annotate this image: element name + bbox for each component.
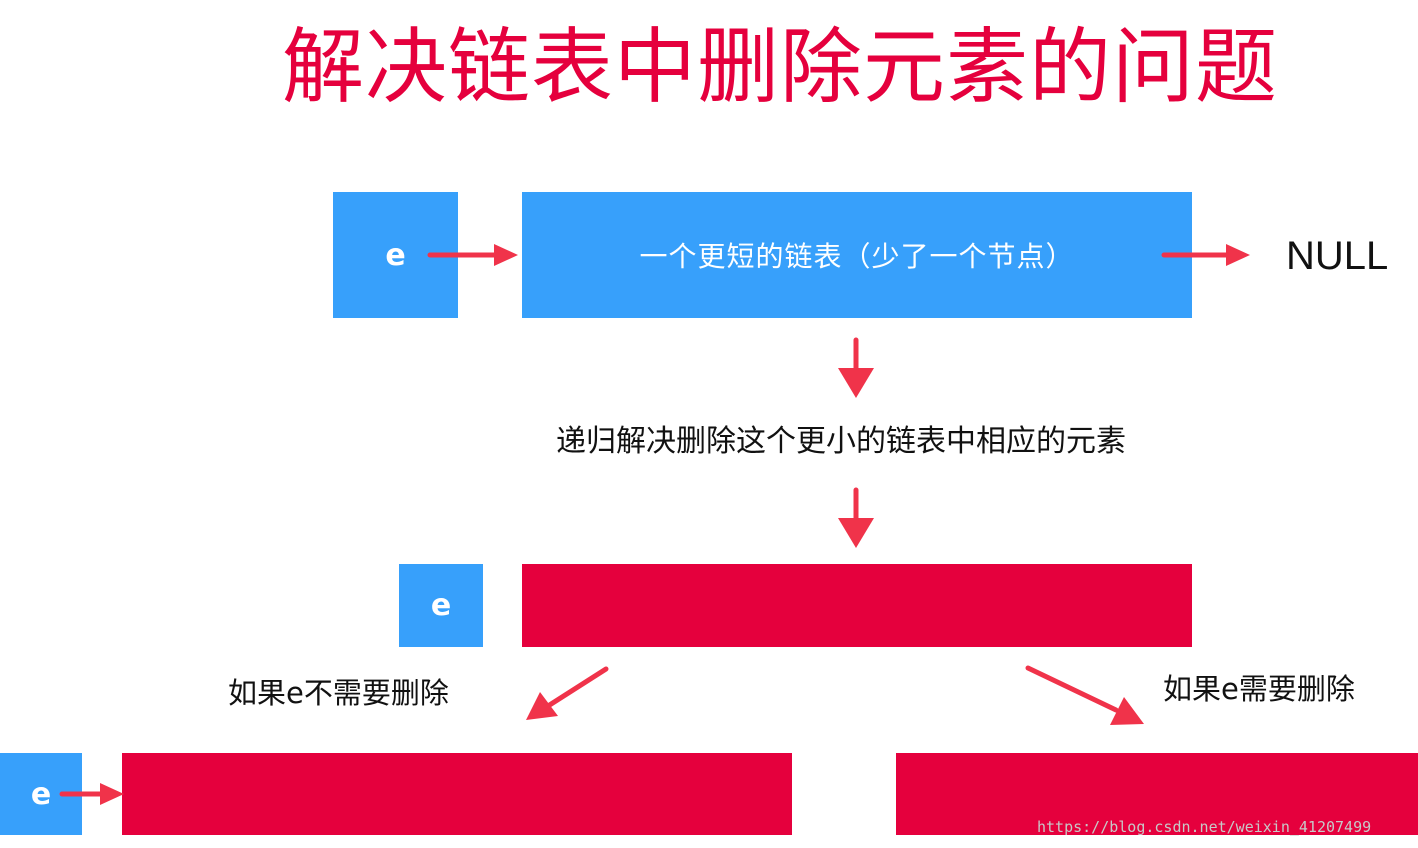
list-to-null-arrow [1161,244,1250,266]
down-arrow-2 [838,487,874,548]
right-result-list-box [896,753,1418,835]
shorter-list-box: 一个更短的链表（少了一个节点） [522,192,1192,318]
bottom-node-label: e [30,776,52,812]
node-to-list-arrow [427,244,518,266]
null-label: NULL [1286,234,1389,278]
middle-node-label: e [430,588,452,623]
right-branch-arrow [1025,665,1144,725]
middle-node-e: e [399,564,483,647]
left-branch-condition: 如果e不需要删除 [228,676,449,710]
watermark: https://blog.csdn.net/weixin_41207499 [1037,818,1372,836]
top-node-label: e [385,237,406,273]
shorter-list-label: 一个更短的链表（少了一个节点） [639,240,1075,273]
left-branch-arrow [526,666,609,720]
down-arrow-1 [838,337,874,398]
page-title: 解决链表中删除元素的问题 [281,20,1278,115]
bottom-node-to-list-arrow [59,783,124,805]
right-branch-condition: 如果e需要删除 [1163,672,1355,706]
recursion-step-text: 递归解决删除这个更小的链表中相应的元素 [556,424,1126,459]
processed-list-box [522,564,1192,647]
left-result-list-box [122,753,792,835]
